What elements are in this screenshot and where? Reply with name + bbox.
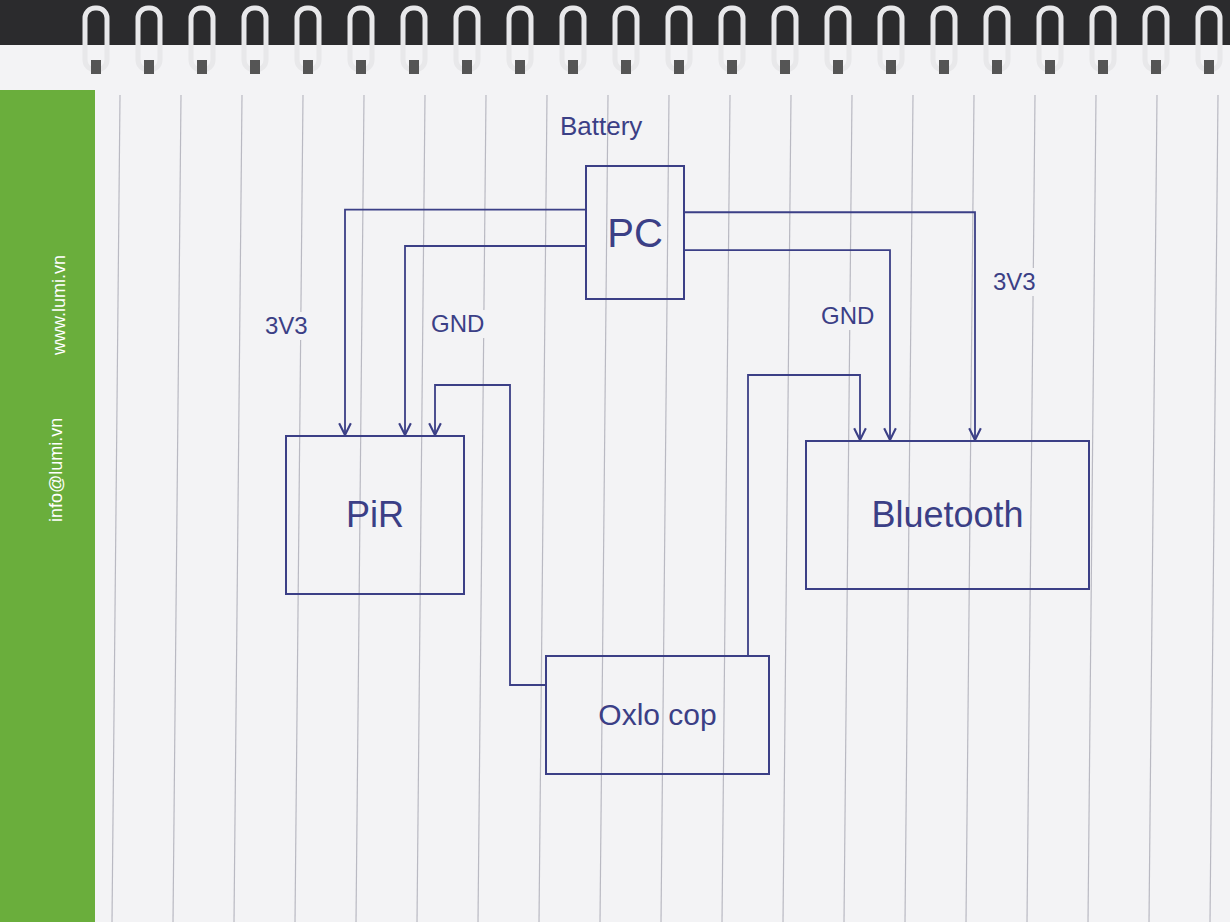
ring-hole bbox=[250, 60, 260, 74]
ruled-line bbox=[783, 95, 791, 922]
ring-hole bbox=[833, 60, 843, 74]
ring-hole bbox=[568, 60, 578, 74]
ruled-line bbox=[234, 95, 242, 922]
ring-hole bbox=[939, 60, 949, 74]
ruled-line bbox=[295, 95, 303, 922]
signal-name: GND bbox=[428, 310, 487, 338]
signal-name: GND bbox=[818, 302, 877, 330]
component-box: Bluetooth bbox=[805, 440, 1090, 590]
ruled-line bbox=[539, 95, 547, 922]
ruled-line bbox=[1149, 95, 1157, 922]
ring-hole bbox=[1151, 60, 1161, 74]
signal-name: 3V3 bbox=[262, 312, 311, 340]
ring-hole bbox=[727, 60, 737, 74]
ring-hole bbox=[1098, 60, 1108, 74]
wire-connector bbox=[405, 246, 585, 435]
ring-hole bbox=[780, 60, 790, 74]
wire-connector bbox=[685, 212, 975, 440]
margin-print: www.lumi.vn bbox=[50, 255, 70, 355]
ruled-line bbox=[1210, 95, 1218, 922]
ring-hole bbox=[886, 60, 896, 74]
spiral-binding bbox=[85, 8, 1220, 74]
ring-hole bbox=[144, 60, 154, 74]
ring-hole bbox=[674, 60, 684, 74]
wire-connector bbox=[345, 210, 585, 435]
ruled-lines bbox=[112, 95, 1218, 922]
ring-hole bbox=[515, 60, 525, 74]
component-box: PiR bbox=[285, 435, 465, 595]
power-note: Battery bbox=[560, 112, 642, 141]
wire-connector bbox=[435, 385, 545, 685]
component-name: Bluetooth bbox=[871, 494, 1023, 535]
ruled-line bbox=[173, 95, 181, 922]
ring-hole bbox=[621, 60, 631, 74]
wire-connector bbox=[748, 375, 860, 655]
component-name: Oxlo cop bbox=[598, 698, 716, 733]
ruled-line bbox=[112, 95, 120, 922]
ring-hole bbox=[91, 60, 101, 74]
ring-hole bbox=[992, 60, 1002, 74]
ring-hole bbox=[409, 60, 419, 74]
ring-hole bbox=[197, 60, 207, 74]
ring-hole bbox=[356, 60, 366, 74]
ring-hole bbox=[303, 60, 313, 74]
component-name: PC bbox=[607, 210, 663, 256]
ruled-line bbox=[844, 95, 852, 922]
signal-name: 3V3 bbox=[990, 268, 1039, 296]
ring-hole bbox=[1204, 60, 1214, 74]
ruled-line bbox=[417, 95, 425, 922]
component-name: PiR bbox=[346, 494, 404, 535]
paper-sheet bbox=[0, 45, 1230, 922]
ruled-line bbox=[600, 95, 608, 922]
component-box: Oxlo cop bbox=[545, 655, 770, 775]
ring-hole bbox=[1045, 60, 1055, 74]
ruled-line bbox=[1027, 95, 1035, 922]
ruled-line bbox=[722, 95, 730, 922]
component-box: PC bbox=[585, 165, 685, 300]
ruled-line bbox=[478, 95, 486, 922]
margin-print: info@lumi.vn bbox=[47, 418, 67, 522]
ring-hole bbox=[462, 60, 472, 74]
green-margin-strip bbox=[0, 90, 95, 922]
